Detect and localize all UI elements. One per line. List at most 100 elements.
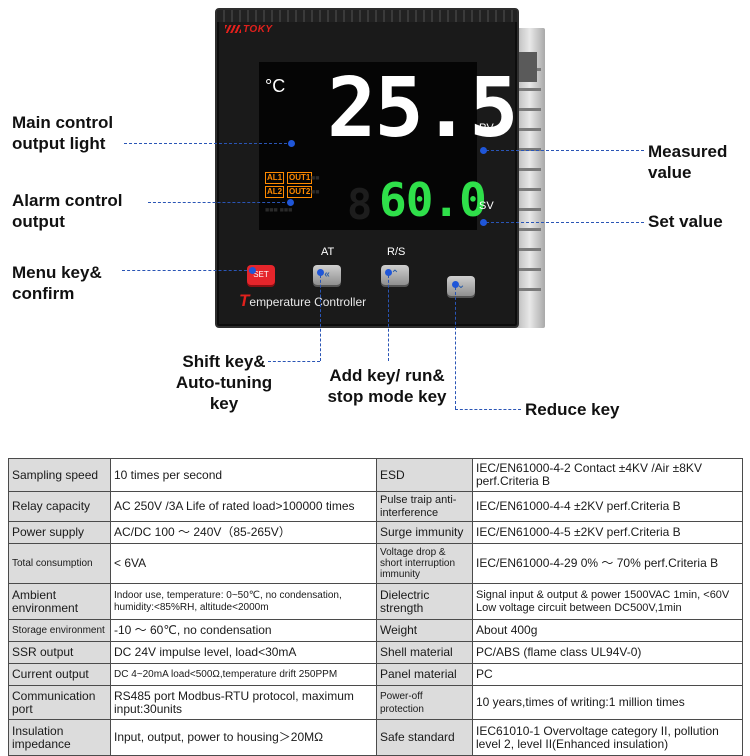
leader-line [148, 202, 290, 203]
callout-alarm-control-output: Alarm control output [12, 191, 123, 231]
leader-dot [452, 281, 459, 288]
sv-ghost-digit: 8 [347, 180, 373, 229]
leader-dot [317, 269, 324, 276]
table-row: Relay capacity AC 250V /3A Life of rated… [8, 491, 743, 522]
reduce-key[interactable]: ⌄ [447, 276, 475, 296]
leader-line [122, 270, 252, 271]
spec-key: Voltage drop & short interruption immuni… [376, 543, 473, 584]
indicator-al2: AL2 [265, 186, 285, 198]
chevron-up-icon: ⌃ [390, 269, 400, 280]
spec-key: Pulse traip anti-interference [376, 491, 473, 522]
rs-key-label: R/S [387, 246, 406, 258]
spec-value: Signal input & output & power 1500VAC 1m… [472, 583, 743, 620]
set-key-label: SET [253, 270, 269, 279]
spec-value: DC 24V impulse level, load<30mA [110, 641, 377, 664]
indicator-al1: AL1 [265, 172, 285, 184]
table-row: Communication port RS485 port Modbus-RTU… [8, 685, 743, 720]
callout-menu-key: Menu key& confirm [12, 263, 102, 303]
spec-value: Input, output, power to housing＞20MΩ [110, 719, 377, 756]
table-row: Sampling speed 10 times per second ESD I… [8, 458, 743, 492]
product-name: Temperature Controller [239, 291, 367, 310]
spec-key: Sampling speed [8, 458, 111, 492]
brand-name: TOKY [243, 24, 273, 35]
spec-value: DC 4~20mA load<500Ω,temperature drift 25… [110, 663, 377, 686]
spec-key: Power-off protection [376, 685, 473, 720]
spec-value: About 400g [472, 619, 743, 642]
spec-key: ESD [376, 458, 473, 492]
leader-dot [249, 267, 256, 274]
spec-key: Storage environment [8, 619, 111, 642]
lcd-display: °C 25.5 AL1 OUT1 AL2 OUT2 ■■ ■■ ■■■ ■■■ … [259, 62, 518, 230]
spec-value: 10 years,times of writing:1 million time… [472, 685, 743, 720]
spec-value: AC/DC 100 ～ 240V（85-265V） [110, 521, 377, 544]
leader-dot [480, 219, 487, 226]
leader-line [486, 150, 644, 151]
leader-dot [385, 269, 392, 276]
leader-line [486, 222, 644, 223]
spec-key: Panel material [376, 663, 473, 686]
spec-value: PC/ABS (flame class UL94V-0) [472, 641, 743, 664]
spec-key: Insulation impedance [8, 719, 111, 756]
callout-add-key: Add key/ run& stop mode key [327, 366, 447, 406]
leader-dot [288, 140, 295, 147]
table-row: SSR output DC 24V impulse level, load<30… [8, 641, 743, 664]
logo-stripes-icon [225, 25, 241, 34]
spec-key: Current output [8, 663, 111, 686]
spec-key: Dielectric strength [376, 583, 473, 620]
callout-reduce-key: Reduce key [525, 400, 620, 419]
spec-value: -10 ～ 60℃, no condensation [110, 619, 377, 642]
spec-key: Communication port [8, 685, 111, 720]
pv-display: 25.5 [327, 61, 518, 156]
spec-key: Relay capacity [8, 491, 111, 522]
spec-value: IEC61010-1 Overvoltage category II, poll… [472, 719, 743, 756]
leader-dot [287, 199, 294, 206]
leader-line [455, 409, 521, 410]
table-row: Power supply AC/DC 100 ～ 240V（85-265V） S… [8, 521, 743, 544]
at-key-label: AT [321, 246, 335, 258]
pv-label: PV [479, 122, 494, 134]
leader-line [124, 143, 292, 144]
leader-dot [480, 147, 487, 154]
spec-value: IEC/EN61000-4-4 ±2KV perf.Criteria B [472, 491, 743, 522]
chevron-left-icon: « [324, 269, 330, 280]
leader-line [268, 361, 320, 362]
spec-value: IEC/EN61000-4-2 Contact ±4KV /Air ±8KV p… [472, 458, 743, 492]
front-panel: TOKY °C 25.5 AL1 OUT1 AL2 OUT2 ■■ ■■ ■■■… [215, 8, 519, 328]
chevron-down-icon: ⌄ [456, 280, 466, 291]
leader-line [320, 275, 321, 361]
spec-key: Power supply [8, 521, 111, 544]
leader-line [455, 287, 456, 409]
spec-table: Sampling speed 10 times per second ESD I… [8, 458, 743, 756]
temperature-controller-device: TOKY °C 25.5 AL1 OUT1 AL2 OUT2 ■■ ■■ ■■■… [215, 8, 545, 328]
spec-key: Total consumption [8, 543, 111, 584]
spec-value: < 6VA [110, 543, 377, 584]
spec-value: Indoor use, temperature: 0~50℃, no conde… [110, 583, 377, 620]
table-row: Storage environment -10 ～ 60℃, no conden… [8, 619, 743, 642]
unit-indicator: °C [265, 76, 286, 96]
spec-value: IEC/EN61000-4-5 ±2KV perf.Criteria B [472, 521, 743, 544]
spec-key: Shell material [376, 641, 473, 664]
table-row: Current output DC 4~20mA load<500Ω,tempe… [8, 663, 743, 686]
brand-logo: TOKY [225, 24, 273, 35]
callout-set-value: Set value [648, 212, 723, 231]
spec-value: PC [472, 663, 743, 686]
table-row: Ambient environment Indoor use, temperat… [8, 583, 743, 620]
callout-measured-value: Measured value [648, 142, 728, 182]
callout-shift-key: Shift key& Auto-tuning key [175, 352, 273, 413]
spec-key: Safe standard [376, 719, 473, 756]
spec-key: SSR output [8, 641, 111, 664]
spec-key: Ambient environment [8, 583, 111, 620]
spec-key: Weight [376, 619, 473, 642]
indicator-out1: OUT1 [287, 172, 313, 184]
panel-ridge [217, 10, 517, 22]
indicator-out2: OUT2 [287, 186, 313, 198]
table-row: Insulation impedance Input, output, powe… [8, 719, 743, 756]
spec-key: Surge immunity [376, 521, 473, 544]
dim-segment: ■■ [311, 189, 320, 196]
sv-display: 60.0 [379, 173, 487, 227]
dim-segment: ■■■ ■■■ [265, 207, 293, 214]
leader-line [388, 275, 389, 361]
spec-value: 10 times per second [110, 458, 377, 492]
spec-value: IEC/EN61000-4-29 0% ～ 70% perf.Criteria … [472, 543, 743, 584]
callout-main-control-output: Main control output light [12, 113, 114, 153]
